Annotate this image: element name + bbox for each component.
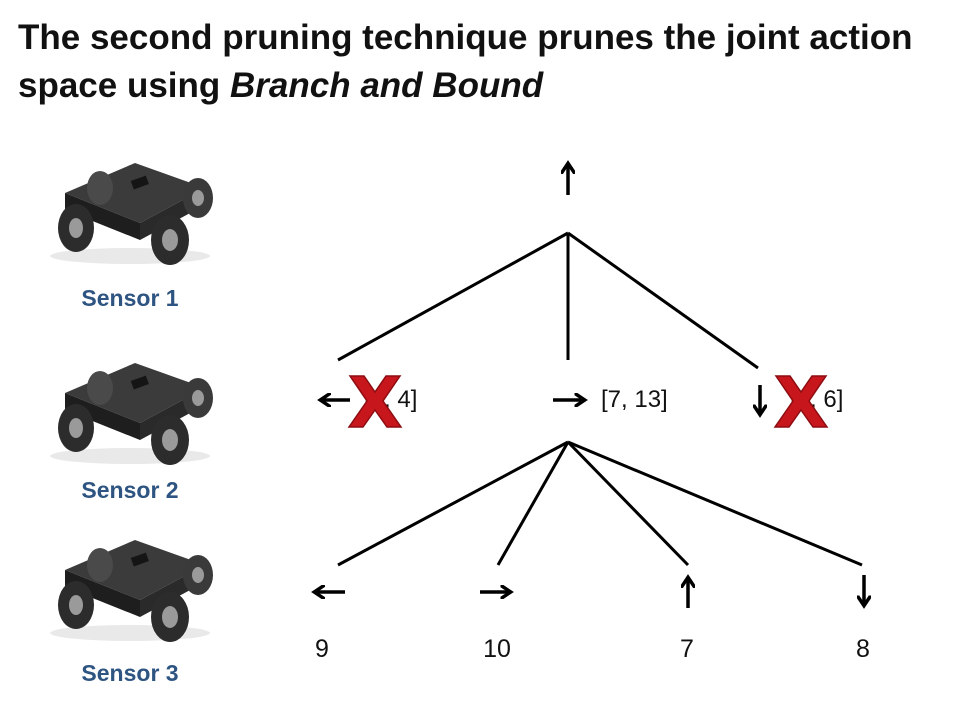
leaf-value-2: 10	[483, 635, 511, 663]
prune-x-icon-right	[773, 375, 829, 428]
branch-root-left	[337, 231, 569, 362]
branch-mid-1	[337, 440, 569, 567]
sensor-2-label: Sensor 2	[81, 477, 179, 503]
robot-image-1	[50, 163, 213, 265]
leaf-value-1: 9	[315, 635, 329, 663]
bound-middle: [7, 13]	[601, 386, 668, 413]
robot-image-3	[50, 540, 213, 642]
sensor-3-label: Sensor 3	[81, 660, 179, 686]
leaf-value-3: 7	[680, 635, 694, 663]
branch-mid-4	[567, 440, 863, 567]
title-emphasis: Branch and Bound	[230, 66, 544, 105]
prune-x-icon-left	[347, 375, 403, 428]
slide-title: The second pruning technique prunes the …	[18, 14, 938, 110]
robot-image-2	[50, 363, 213, 465]
sensor-1-label: Sensor 1	[81, 285, 179, 311]
leaf-value-4: 8	[856, 635, 870, 663]
title-text: The second pruning technique prunes the …	[18, 18, 913, 105]
branch-root-right	[567, 231, 759, 370]
branch-mid-2	[496, 441, 570, 566]
branch-mid-3	[566, 440, 690, 567]
